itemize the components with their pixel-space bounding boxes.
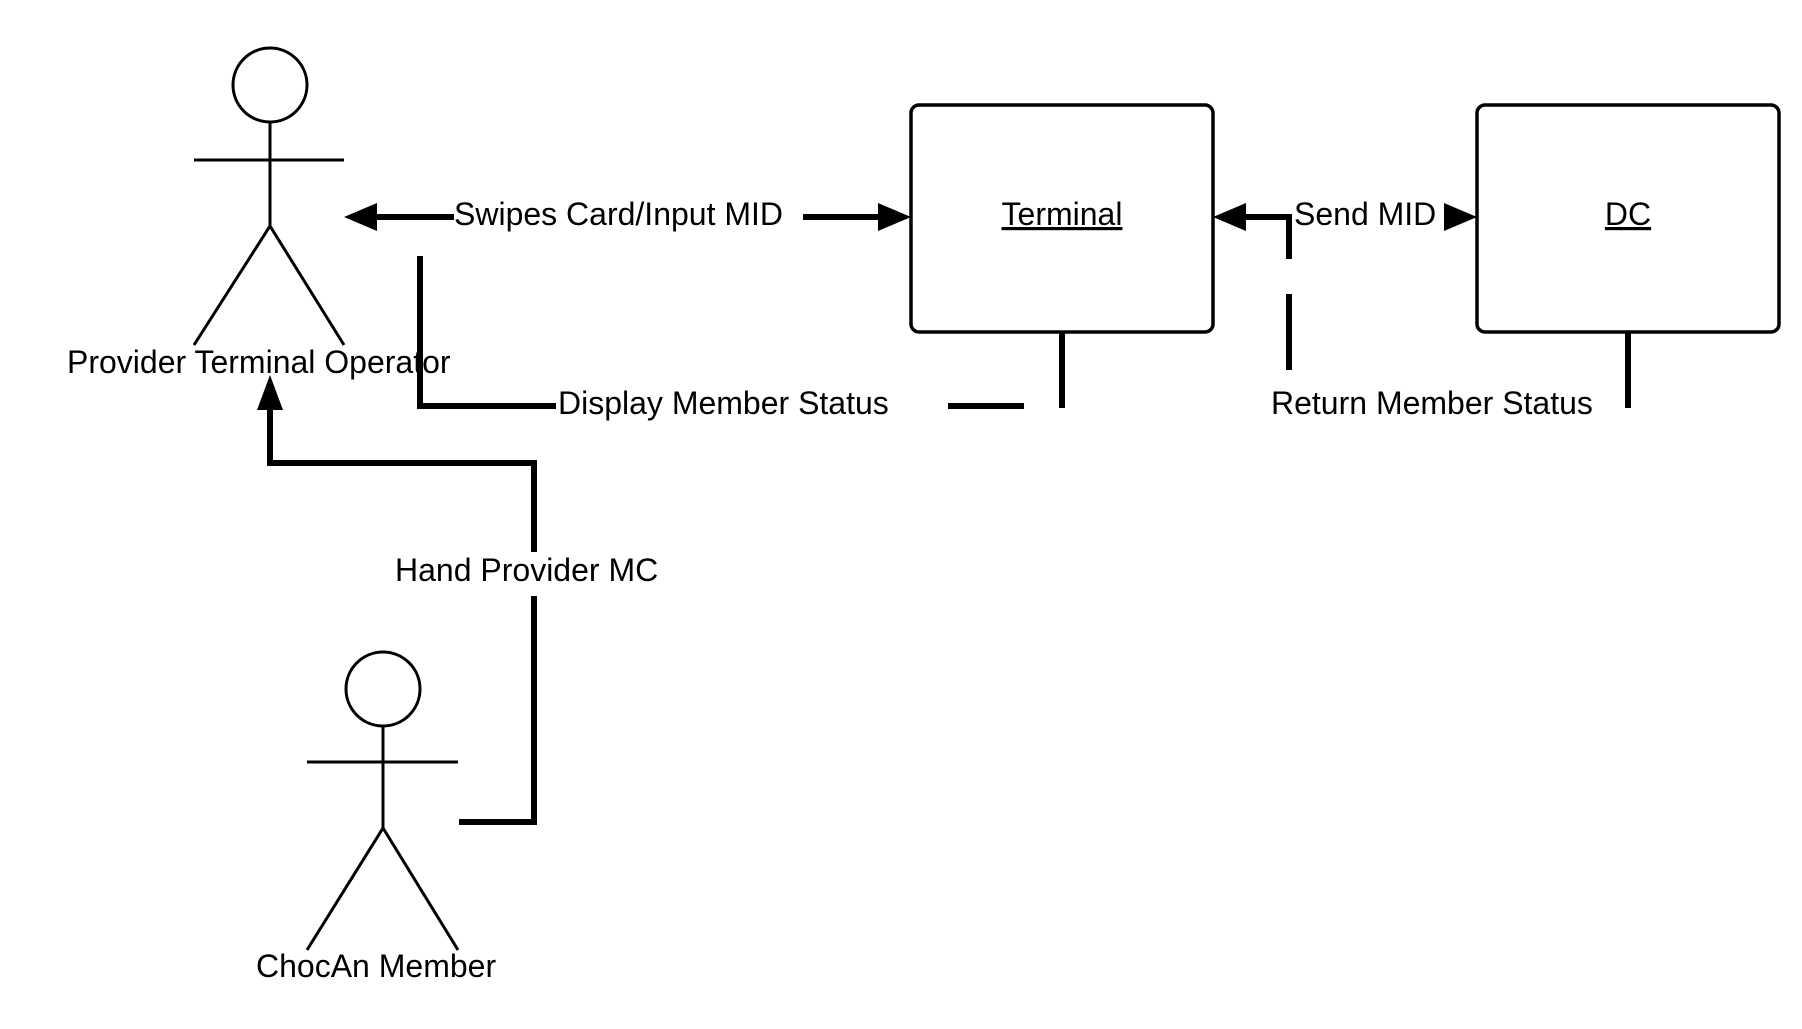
swipe-connector[interactable] — [344, 203, 911, 231]
dc-label: DC — [1605, 196, 1651, 232]
arrowhead-left — [1213, 203, 1246, 231]
arrowhead-right — [878, 203, 911, 231]
provider-label-group: Provider Terminal Operator — [67, 344, 451, 380]
send-mid-label: Send MID — [1294, 196, 1436, 232]
return-status-label: Return Member Status — [1271, 385, 1593, 421]
swipe-label: Swipes Card/Input MID — [454, 196, 783, 232]
display-status-label: Display Member Status — [558, 385, 889, 421]
hand-mc-connector[interactable] — [257, 375, 537, 825]
member-actor[interactable] — [305, 650, 460, 951]
display-status-connector[interactable] — [417, 256, 1065, 409]
hand-mc-label-group: Hand Provider MC — [392, 552, 676, 594]
provider-actor-label: Provider Terminal Operator — [67, 344, 451, 380]
provider-actor[interactable] — [192, 46, 346, 346]
terminal-label: Terminal — [1002, 196, 1123, 232]
return-status-label-group: Return Member Status — [1271, 385, 1593, 421]
swipe-label-group: Swipes Card/Input MID — [454, 194, 803, 236]
arrowhead-right — [1444, 203, 1477, 231]
member-label-group: ChocAn Member — [256, 948, 496, 984]
display-status-label-group: Display Member Status — [556, 384, 912, 426]
member-actor-label: ChocAn Member — [256, 948, 496, 984]
return-status-connector[interactable] — [1286, 294, 1631, 408]
send-mid-label-group: Send MID — [1292, 194, 1442, 236]
arrowhead-left — [344, 203, 377, 231]
hand-mc-label: Hand Provider MC — [395, 552, 658, 588]
send-mid-connector[interactable] — [1213, 203, 1477, 259]
arrowhead-up — [257, 375, 283, 410]
